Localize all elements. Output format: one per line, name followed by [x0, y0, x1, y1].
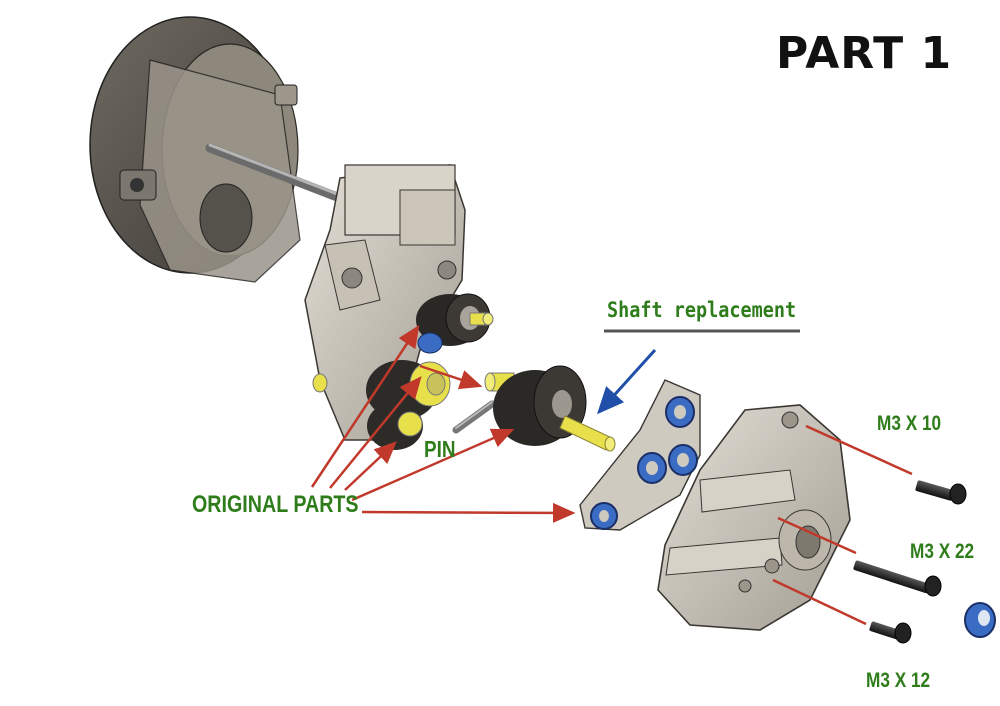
original-parts-label: ORIGINAL PARTS [192, 491, 359, 518]
original-parts-leaders [310, 324, 576, 523]
shaft-replacement-arrow [596, 348, 657, 415]
gearbox-housing [304, 164, 466, 441]
motor-housing [89, 16, 301, 283]
replacement-gear [484, 365, 587, 446]
original-gear-3 [367, 402, 423, 450]
gearbox-cover [657, 404, 851, 631]
screw-m3x12 [869, 621, 912, 644]
m3x10-label: M3 X 10 [877, 412, 942, 435]
m3x22-label: M3 X 22 [910, 540, 975, 563]
pin-part [452, 400, 496, 434]
screw-leaders [772, 424, 913, 626]
pin-leader [419, 364, 483, 390]
screw-m3x10 [915, 480, 967, 505]
blue-nut [964, 602, 996, 638]
bearing-plate [579, 379, 701, 531]
motor-shaft [205, 143, 350, 205]
replacement-shaft [559, 415, 616, 452]
screw-m3x22 [853, 560, 942, 597]
pin-label: PIN [424, 436, 456, 462]
page-title: PART 1 [776, 28, 953, 79]
original-gear-1 [416, 293, 494, 346]
m3x12-label: M3 X 12 [866, 669, 931, 692]
shaft-replacement-label: Shaft replacement [607, 298, 797, 322]
